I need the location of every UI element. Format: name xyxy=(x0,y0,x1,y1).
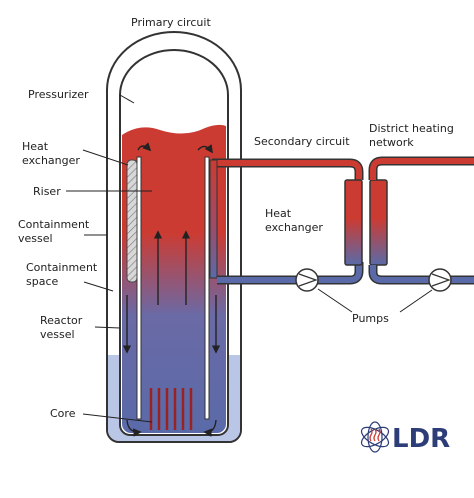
secondary-hot-pipe xyxy=(212,160,362,180)
primary-coolant xyxy=(122,124,226,433)
primary-heat-exchanger xyxy=(126,159,138,283)
secondary-heat-exchanger-right xyxy=(369,179,388,266)
label-containment-vessel-2: vessel xyxy=(18,232,53,245)
label-heat-exchanger-1: Heat xyxy=(22,140,49,153)
district-cold-pipe xyxy=(370,265,429,283)
leader-lines xyxy=(66,94,433,423)
flow-arrow-turn xyxy=(137,142,152,152)
riser-wall-left xyxy=(136,156,142,420)
label-reactor-vessel-1: Reactor xyxy=(40,314,83,327)
secondary-heat-exchanger-left xyxy=(344,179,363,266)
ldr-logo: LDR xyxy=(360,421,450,454)
leader-heat-exchanger xyxy=(82,149,129,166)
flow-arrow-turn xyxy=(126,419,142,437)
label-district-heating-1: District heating xyxy=(369,122,454,135)
leader-pumps-right xyxy=(399,289,433,313)
secondary-down-pipe xyxy=(209,159,218,279)
label-containment-vessel-1: Containment xyxy=(18,218,90,231)
label-pumps: Pumps xyxy=(352,312,389,325)
label-pressurizer: Pressurizer xyxy=(28,88,89,101)
label-containment-space-1: Containment xyxy=(26,261,98,274)
leader-pressurizer xyxy=(119,94,135,104)
flow-arrows xyxy=(122,142,221,437)
label-riser: Riser xyxy=(33,185,61,198)
label-primary-circuit: Primary circuit xyxy=(131,16,211,29)
core xyxy=(149,388,193,430)
label-heat-exchanger-secondary-1: Heat xyxy=(265,207,292,220)
flow-arrow-turn xyxy=(197,144,213,154)
atom-icon xyxy=(360,421,390,453)
secondary-circuit xyxy=(209,158,364,285)
riser-wall-right xyxy=(204,156,210,420)
label-core: Core xyxy=(50,407,76,420)
label-heat-exchanger-2: exchanger xyxy=(22,154,80,167)
leader-core xyxy=(82,413,153,423)
label-heat-exchanger-secondary-2: exchanger xyxy=(265,221,323,234)
leader-pumps-left xyxy=(317,288,353,313)
steam-icon xyxy=(369,428,381,442)
label-district-heating-2: network xyxy=(369,136,414,149)
label-secondary-circuit: Secondary circuit xyxy=(254,135,350,148)
label-containment-space-2: space xyxy=(26,275,59,288)
flow-arrow-turn xyxy=(203,419,217,437)
pump-secondary xyxy=(295,268,319,292)
leader-containment-space xyxy=(83,281,114,292)
logo-text: LDR xyxy=(392,424,450,454)
district-heating-network xyxy=(368,156,474,285)
label-reactor-vessel-2: vessel xyxy=(40,328,75,341)
district-hot-pipe xyxy=(370,158,474,180)
secondary-cold-pipe xyxy=(318,262,362,283)
pump-district xyxy=(428,268,452,292)
leader-reactor-vessel xyxy=(94,326,121,329)
